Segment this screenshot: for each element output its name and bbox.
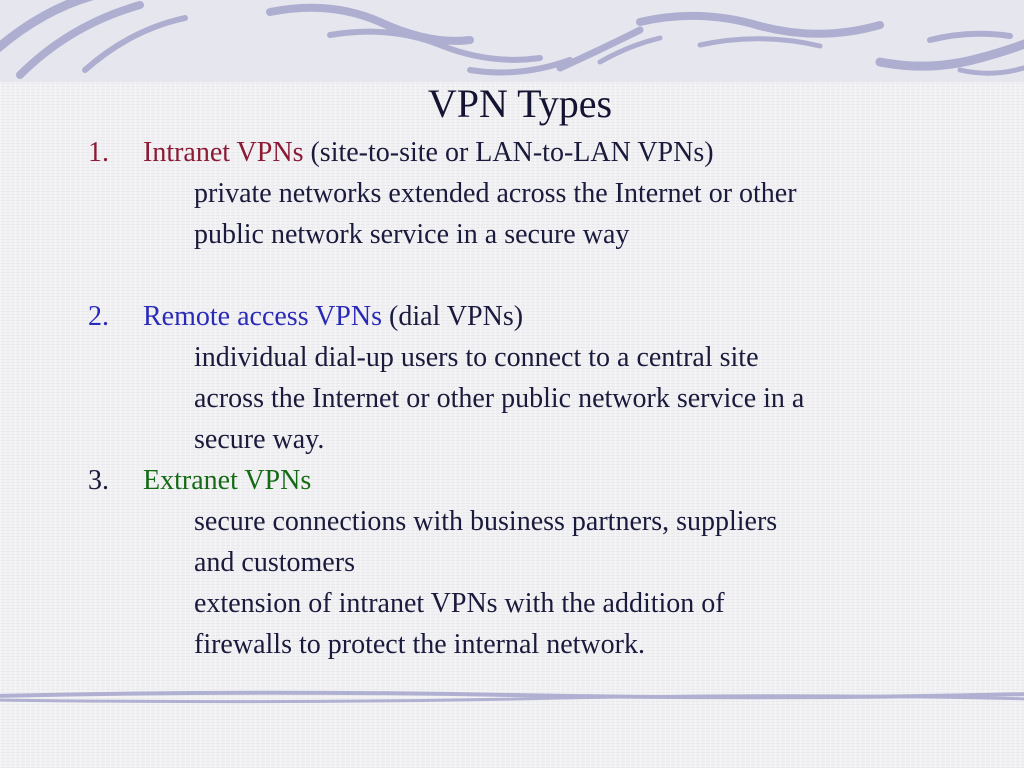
spacer	[88, 255, 988, 296]
item-3-line-4: firewalls to protect the internal networ…	[194, 629, 645, 660]
top-wave-decoration	[0, 0, 1024, 82]
item-1-line-1: private networks extended across the Int…	[194, 178, 797, 209]
bottom-wave-rule	[0, 690, 1024, 704]
item-3-heading: 3. Extranet VPNs	[88, 460, 988, 501]
item-3-line-2: and customers	[194, 547, 355, 578]
item-1-qualifier: (site-to-site or LAN-to-LAN VPNs)	[303, 137, 714, 168]
item-3-term: Extranet VPNs	[143, 465, 312, 496]
item-2-qualifier: (dial VPNs)	[382, 301, 524, 332]
item-3-line-1: secure connections with business partner…	[194, 506, 778, 537]
item-1-heading: 1. Intranet VPNs (site-to-site or LAN-to-…	[88, 132, 988, 173]
item-2-line-1: individual dial-up users to connect to a…	[194, 342, 759, 373]
item-2-line-2: across the Internet or other public netw…	[194, 383, 805, 414]
item-2-line-3: secure way.	[194, 424, 325, 455]
item-3-line-3: extension of intranet VPNs with the addi…	[194, 588, 725, 619]
item-2-heading: 2. Remote access VPNs (dial VPNs)	[88, 296, 988, 337]
item-2-number: 2.	[88, 301, 109, 332]
item-2-term: Remote access VPNs	[143, 301, 382, 332]
item-1-line-2: public network service in a secure way	[194, 219, 630, 250]
slide-content: 1. Intranet VPNs (site-to-site or LAN-to-…	[88, 132, 988, 665]
item-1-number: 1.	[88, 137, 109, 168]
item-1-term: Intranet VPNs	[143, 137, 304, 168]
slide-title: VPN Types	[427, 81, 613, 126]
item-3-number: 3.	[88, 465, 109, 496]
